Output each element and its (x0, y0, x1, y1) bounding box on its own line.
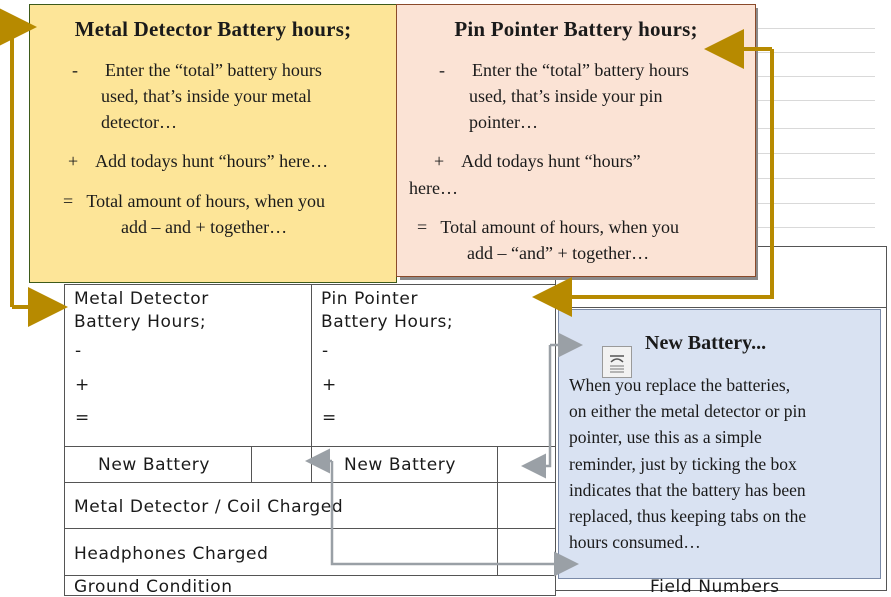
md-callout-line3b: add – and + together… (121, 217, 288, 237)
md-new-battery-cell (64, 447, 252, 483)
md-callout-line2: + Add todays hunt “hours” here… (68, 151, 329, 171)
coil-charged-checkbox[interactable] (498, 483, 556, 529)
pp-new-battery-label: New Battery (344, 455, 457, 475)
md-callout-line1c: detector… (101, 112, 177, 132)
pp-callout-line3: = Total amount of hours, when you (417, 217, 680, 237)
document-icon[interactable] (602, 346, 632, 378)
md-new-battery-label: New Battery (98, 455, 211, 475)
md-header-line1: Metal Detector (74, 289, 209, 309)
pp-minus: - (322, 341, 329, 361)
pp-header-line2: Battery Hours; (321, 312, 454, 332)
new-battery-line: When you replace the batteries, (569, 375, 791, 395)
md-new-battery-checkbox[interactable] (252, 447, 312, 483)
ground-label: Ground Condition (74, 577, 233, 597)
pp-callout-line1c: pointer… (469, 112, 538, 132)
pp-callout-line2b: here… (409, 178, 458, 198)
new-battery-line: hours consumed… (569, 532, 701, 553)
pp-hours-cell[interactable] (312, 284, 556, 447)
md-header: Metal Detector Battery Hours; (74, 288, 209, 334)
pp-equals: = (322, 408, 337, 428)
pp-header-line1: Pin Pointer (321, 289, 419, 309)
coil-charged-label: Metal Detector / Coil Charged (74, 497, 344, 517)
new-battery-line: pointer, use this as a simple (569, 427, 762, 448)
new-battery-line: indicates that the battery has been (569, 479, 806, 500)
md-callout-line1b: used, that’s inside your metal (101, 86, 312, 106)
pp-callout-line1: - Enter the “total” battery hours (439, 60, 689, 80)
new-battery-line: replaced, thus keeping tabs on the (569, 506, 807, 527)
md-minus: - (75, 341, 82, 361)
pp-battery-callout: Pin Pointer Battery hours; - Enter the “… (396, 4, 756, 277)
pp-new-battery-checkbox[interactable] (498, 447, 556, 483)
field-numbers-label: Field Numbers (650, 577, 780, 597)
new-battery-line: reminder, just by ticking the box (569, 453, 797, 474)
md-battery-callout: Metal Detector Battery hours; - Enter th… (29, 4, 397, 283)
pp-header: Pin Pointer Battery Hours; (321, 288, 453, 334)
pp-callout-line1b: used, that’s inside your pin (469, 86, 663, 106)
new-battery-text: When you replace the batteries, on eithe… (569, 372, 806, 555)
md-callout-title: Metal Detector Battery hours; (74, 17, 352, 41)
md-header-line2: Battery Hours; (74, 312, 207, 332)
headphones-label: Headphones Charged (74, 544, 269, 564)
new-battery-line: on either the metal detector or pin (569, 401, 807, 422)
md-equals: = (75, 408, 90, 428)
pp-callout-title: Pin Pointer Battery hours; (454, 17, 698, 41)
document-icon-glyph (610, 355, 624, 373)
pp-callout-line3b: add – “and” + together… (467, 243, 650, 263)
pp-callout-line2: + Add todays hunt “hours” (434, 151, 641, 171)
md-callout-line1: - Enter the “total” battery hours (72, 60, 322, 80)
md-plus: + (75, 375, 90, 395)
md-hours-cell[interactable] (64, 284, 312, 447)
headphones-checkbox[interactable] (498, 529, 556, 576)
pp-plus: + (322, 375, 337, 395)
md-callout-line3: = Total amount of hours, when you (63, 191, 326, 211)
new-battery-title: New Battery... (645, 332, 767, 354)
